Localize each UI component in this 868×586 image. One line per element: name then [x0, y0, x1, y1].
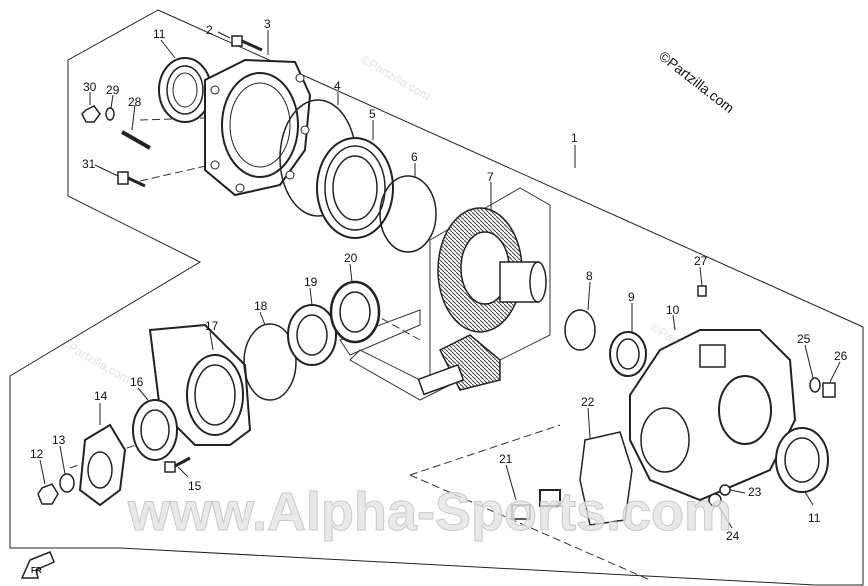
- bolt-31: [117, 171, 146, 188]
- needle-bearing-9: [609, 331, 647, 377]
- bolt-15: [164, 456, 191, 473]
- website-watermark: www.Alpha-Sports.com: [127, 482, 732, 542]
- callout-21: 21: [499, 452, 513, 466]
- oil-seal-16: [132, 399, 178, 461]
- o-ring-18: [243, 323, 297, 401]
- front-direction-arrow: FR: [20, 551, 55, 579]
- callout-28: 28: [128, 95, 142, 109]
- callout-23: 23: [748, 485, 762, 499]
- callout-2: 2: [206, 23, 213, 37]
- washer-25: [809, 377, 821, 393]
- callout-20: 20: [344, 251, 358, 265]
- callout-4: 4: [334, 79, 341, 93]
- callout-12: 12: [30, 447, 44, 461]
- callout-3: 3: [264, 17, 271, 31]
- callout-14: 14: [94, 389, 108, 403]
- callout-25: 25: [797, 332, 811, 346]
- ring-gear-7: [437, 207, 547, 333]
- callout-24: 24: [726, 529, 740, 543]
- callout-30: 30: [83, 80, 97, 94]
- bolt-2: [231, 35, 263, 52]
- callout-22: 22: [581, 395, 595, 409]
- assembly-boundary: [9, 9, 864, 586]
- differential-housing-10: [629, 329, 797, 502]
- o-ring-6: [379, 175, 437, 253]
- oil-seal-right: [775, 427, 829, 493]
- callout-6: 6: [411, 150, 418, 164]
- gasket-22: [579, 431, 633, 526]
- fill-plug-26: [822, 382, 836, 398]
- bushings-21: [511, 489, 561, 520]
- callout-26: 26: [834, 349, 848, 363]
- lock-nut-20: [329, 280, 381, 344]
- breather-27: [697, 285, 707, 297]
- callout-7: 7: [487, 170, 494, 184]
- callout-numbers: 1 2 3 4 5 6 7 8 9 10 11 11 12 13 14 15 1…: [30, 17, 848, 543]
- shim-8: [564, 309, 596, 351]
- pinion-shaft: [417, 334, 501, 396]
- callout-1: 1: [571, 131, 578, 145]
- leader-lines: [39, 30, 841, 529]
- callout-15: 15: [188, 479, 202, 493]
- callout-17: 17: [205, 319, 219, 333]
- callout-19: 19: [304, 275, 318, 289]
- callout-5: 5: [369, 107, 376, 121]
- callout-31: 31: [82, 157, 96, 171]
- watermark-faint: ©Partzilla.com: [59, 335, 133, 386]
- nut-12: [37, 483, 59, 505]
- drain-plug-24: [708, 493, 722, 507]
- watermark-faint: ©Partzilla.com: [359, 52, 433, 103]
- output-flange-14: [78, 423, 127, 507]
- callout-18: 18: [254, 299, 268, 313]
- callout-11-right: 11: [808, 511, 821, 525]
- bearing-group-frame: [339, 309, 421, 356]
- copyright-watermark: ©Partzilla.com: [656, 48, 737, 116]
- washer-13: [59, 473, 75, 493]
- washer-29: [105, 107, 115, 121]
- pinion-group-frame: [349, 187, 551, 401]
- bearing-19: [287, 304, 337, 366]
- callout-13: 13: [52, 433, 66, 447]
- callout-29: 29: [106, 83, 120, 97]
- bearing-5: [316, 137, 394, 239]
- oil-seal-top: [158, 57, 212, 123]
- direction-label: FR: [31, 566, 42, 575]
- callout-16: 16: [130, 375, 144, 389]
- callout-27: 27: [694, 254, 708, 268]
- callout-11-top: 11: [153, 27, 166, 41]
- gear-cover: [204, 58, 312, 197]
- callout-8: 8: [586, 269, 593, 283]
- stud-28: [121, 130, 151, 150]
- callout-9: 9: [628, 290, 635, 304]
- nut-30: [81, 105, 101, 123]
- callout-10: 10: [666, 303, 680, 317]
